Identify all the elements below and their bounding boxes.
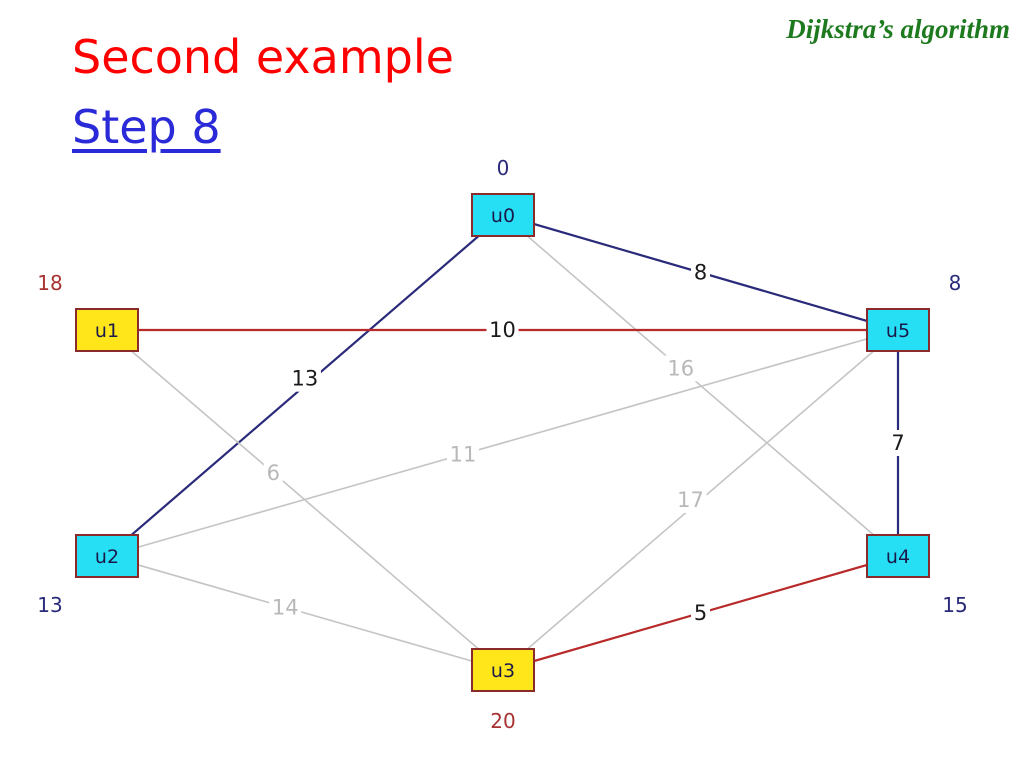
node-label: u5 xyxy=(886,320,910,342)
edge-label-bg xyxy=(288,365,321,392)
node-label: u1 xyxy=(95,320,119,342)
edge-weight-u0-u2: 13 xyxy=(292,367,319,391)
distance-label-u3: 20 xyxy=(490,709,515,733)
node-box[interactable] xyxy=(75,308,139,352)
edge-weight-u3-u4: 5 xyxy=(694,601,707,625)
node-box[interactable] xyxy=(75,534,139,578)
edge-weight-u1-u5: 10 xyxy=(489,318,516,342)
node-label: u4 xyxy=(886,546,910,568)
edge-label-bg xyxy=(269,594,302,621)
node-u3[interactable]: u3 xyxy=(471,648,535,692)
distance-label-u2: 13 xyxy=(37,593,62,617)
slide-title: Second example xyxy=(72,30,454,84)
edge-weight-u2-u5: 11 xyxy=(450,442,477,466)
edge-label-bg xyxy=(674,487,707,513)
edge-label-bg xyxy=(691,259,710,286)
nodes-layer: u0 u1 u2 u3 u4 u5 xyxy=(75,193,930,692)
edge-weight-u2-u3: 14 xyxy=(272,595,299,619)
edge-u0-u4 xyxy=(502,214,899,557)
node-u4[interactable]: u4 xyxy=(866,534,930,578)
step-link[interactable]: Step 8 xyxy=(72,100,221,154)
edge-label-bg xyxy=(664,355,697,382)
distance-label-u0: 0 xyxy=(497,156,510,180)
node-label: u0 xyxy=(491,205,515,227)
edge-label-bg xyxy=(486,317,519,343)
edge-u2-u3 xyxy=(106,555,504,671)
node-label: u2 xyxy=(95,546,119,568)
edge-weight-u5-u4: 7 xyxy=(891,431,904,455)
distance-label-u4: 15 xyxy=(942,593,967,617)
edge-label-bg xyxy=(263,459,283,486)
node-u2[interactable]: u2 xyxy=(75,534,139,578)
node-box[interactable] xyxy=(471,648,535,692)
distance-label-u5: 8 xyxy=(949,271,962,295)
edge-weight-u0-u5: 8 xyxy=(694,261,707,285)
edge-labels-layer: 8 13 16 10 6 11 14 17 5 7 xyxy=(263,259,908,626)
edge-label-bg xyxy=(888,430,908,456)
edge-weight-u3-u5: 17 xyxy=(677,488,704,512)
edge-label-bg xyxy=(446,441,479,468)
node-box[interactable] xyxy=(866,308,930,352)
edge-weight-u1-u3: 6 xyxy=(267,461,280,485)
edge-label-bg xyxy=(691,600,710,626)
edge-u2-u5 xyxy=(106,329,899,557)
edge-weight-u0-u4: 16 xyxy=(667,356,694,380)
distance-labels-layer: 0 18 13 20 15 8 xyxy=(37,156,967,733)
node-u0[interactable]: u0 xyxy=(471,193,535,237)
node-u5[interactable]: u5 xyxy=(866,308,930,352)
node-box[interactable] xyxy=(866,534,930,578)
distance-label-u1: 18 xyxy=(37,271,62,295)
node-box[interactable] xyxy=(471,193,535,237)
node-label: u3 xyxy=(491,660,515,682)
node-u1[interactable]: u1 xyxy=(75,308,139,352)
topic-header: Dijkstra’s algorithm xyxy=(786,14,1010,44)
edges-layer xyxy=(106,213,900,672)
